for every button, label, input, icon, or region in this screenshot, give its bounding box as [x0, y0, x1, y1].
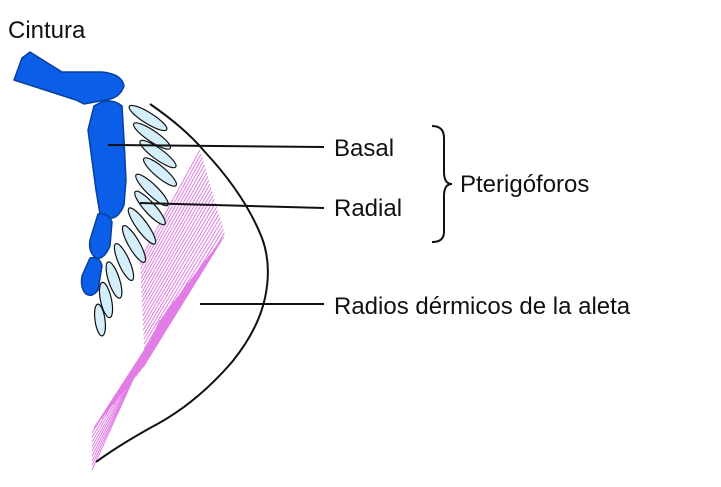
radial-pterygiophore [105, 261, 123, 299]
fin-outline [95, 103, 269, 463]
radial-pterygiophore [113, 242, 135, 282]
radial-pterygiophore [132, 122, 172, 150]
dermal-ray [141, 187, 212, 307]
dermal-ray [143, 210, 219, 335]
dermal-ray [139, 157, 203, 270]
radial-pterygiophore [139, 139, 177, 169]
dermal-ray [142, 202, 217, 326]
dermal-ray [143, 217, 221, 345]
dermal-ray [140, 168, 207, 284]
dermal-ray [140, 164, 205, 279]
label-pterigoforos: Pterigóforos [460, 171, 589, 198]
radial-pterygiophore [98, 281, 114, 319]
dermal-ray [142, 206, 218, 331]
label-radios-dermicos: Radios dérmicos de la aleta [334, 293, 631, 320]
dermal-ray [140, 161, 204, 275]
label-radial: Radial [334, 195, 402, 222]
radial-pterygiophore [142, 157, 178, 187]
dermal-ray [140, 172, 208, 289]
dermal-ray [142, 236, 225, 368]
dermal-ray [135, 244, 219, 377]
basal-bone-2 [88, 212, 113, 259]
basal-bone-3 [80, 256, 103, 297]
radial-pterygiophores [93, 104, 178, 337]
dermal-ray [141, 176, 209, 293]
radial-pterygiophore [121, 225, 147, 263]
radial-leader-line [139, 202, 325, 209]
dermal-ray [139, 153, 202, 265]
radial-pterygiophore [135, 173, 169, 207]
label-cintura: Cintura [8, 17, 86, 44]
radial-pterygiophore [128, 104, 168, 132]
dermal-ray [141, 191, 213, 312]
girdle-bone [13, 51, 125, 105]
dermal-ray [142, 195, 214, 317]
radial-pterygiophore [93, 303, 107, 337]
radial-pterygiophore [127, 207, 157, 245]
basal-leader-line [107, 144, 325, 148]
dermal-ray [142, 198, 215, 321]
basal-pterygiophores [13, 51, 127, 297]
label-basal: Basal [334, 135, 394, 162]
dermal-ray [91, 319, 161, 471]
dermal-ray [141, 179, 210, 298]
basal-bone-main [87, 100, 127, 219]
pterigoforos-brace [431, 125, 453, 243]
dermal-ray [143, 213, 220, 340]
dermal-ray [138, 240, 222, 373]
dermal-rays [91, 149, 225, 471]
